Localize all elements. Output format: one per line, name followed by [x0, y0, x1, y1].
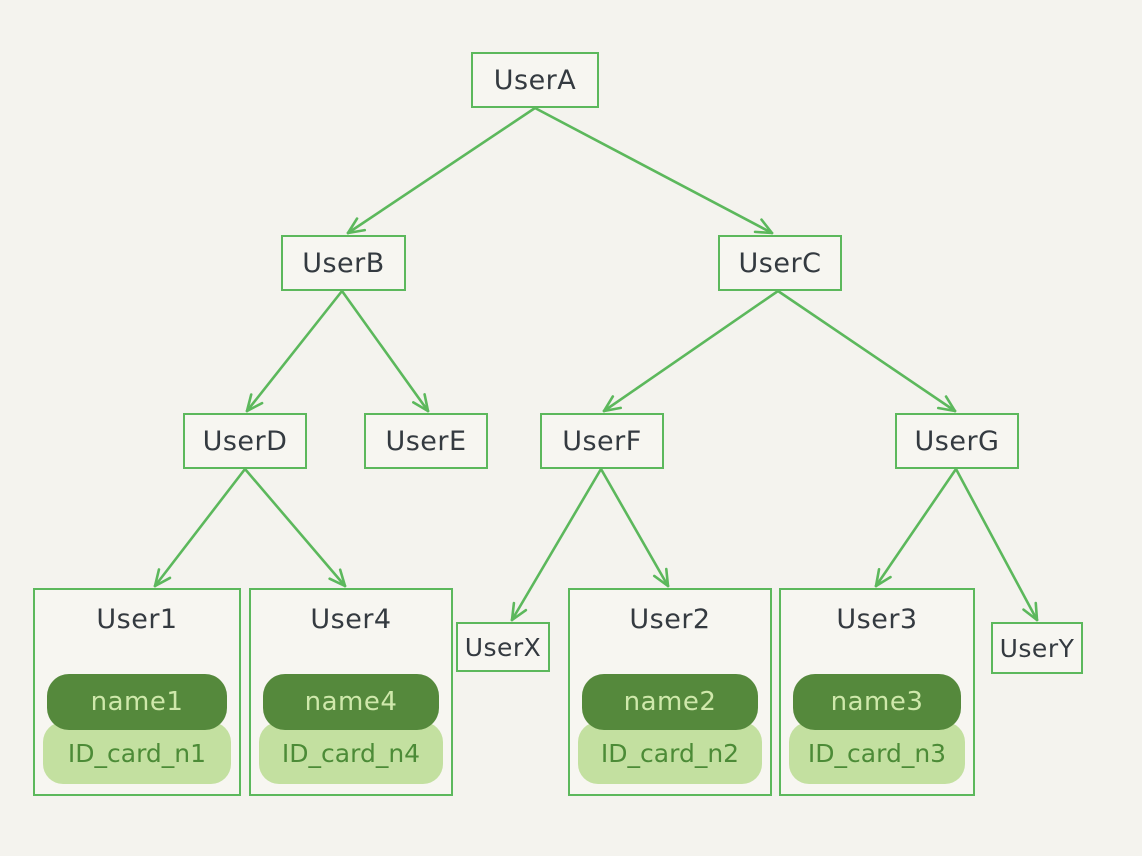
edge-userd-to-user4	[243, 467, 347, 588]
name-pill: name2	[582, 674, 758, 730]
id-card-pill: ID_card_n1	[43, 722, 231, 784]
id-card-pill: ID_card_n4	[259, 722, 443, 784]
name-pill: name3	[792, 674, 962, 730]
name-pill: name1	[47, 674, 227, 730]
node-usery[interactable]: UserY	[991, 622, 1083, 674]
edge-userb-to-userd	[245, 289, 344, 413]
node-userb[interactable]: UserB	[281, 235, 406, 291]
node-usere[interactable]: UserE	[364, 413, 488, 469]
card-title: User2	[629, 604, 711, 635]
edge-usera-to-userc	[533, 106, 774, 235]
edge-usera-to-userb	[346, 106, 537, 235]
edge-userb-to-usere	[340, 289, 430, 413]
node-usera[interactable]: UserA	[471, 52, 599, 108]
node-userg[interactable]: UserG	[895, 413, 1019, 469]
node-userf[interactable]: UserF	[540, 413, 664, 469]
card-title: User3	[836, 604, 918, 635]
name-pill: name4	[263, 674, 439, 730]
node-userd[interactable]: UserD	[183, 413, 307, 469]
edge-userf-to-user2	[599, 467, 670, 588]
card-title: User4	[310, 604, 392, 635]
edge-userc-to-userf	[602, 289, 780, 413]
node-userc[interactable]: UserC	[718, 235, 842, 291]
edge-userd-to-user1	[153, 467, 247, 588]
card-title: User1	[96, 604, 178, 635]
edge-userg-to-user3	[874, 467, 958, 588]
id-card-pill: ID_card_n3	[788, 722, 966, 784]
node-userx[interactable]: UserX	[456, 622, 550, 672]
id-card-pill: ID_card_n2	[578, 722, 762, 784]
edge-userc-to-userg	[776, 289, 957, 413]
